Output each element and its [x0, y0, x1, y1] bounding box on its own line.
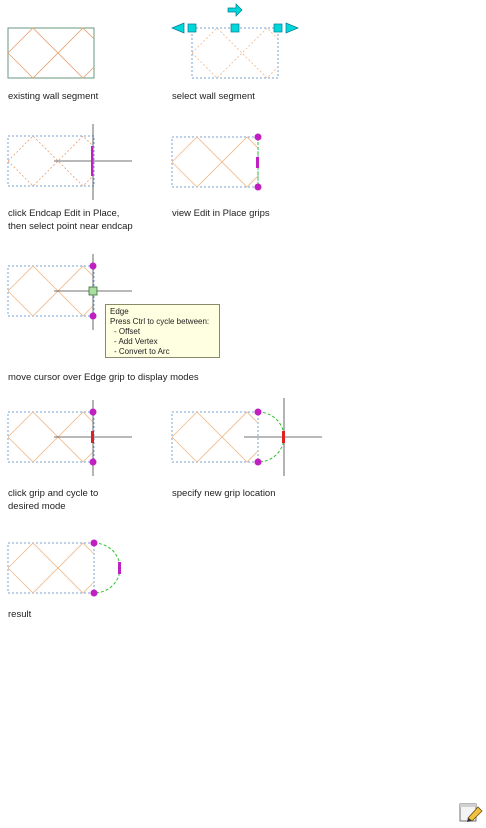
preview-arc: [257, 411, 285, 463]
caption-cycle-mode-line1: click grip and cycle to: [8, 488, 99, 499]
tooltip-option-convert-arc: - Convert to Arc: [114, 347, 170, 356]
hatch-line-lower: [171, 161, 259, 188]
hatch-line-upper: [7, 542, 95, 569]
tooltip-option-offset: - Offset: [114, 327, 141, 336]
result-diagram: [7, 539, 121, 597]
edit-pencil-icon[interactable]: [458, 801, 484, 823]
vertex-grip-bottom-icon[interactable]: [90, 589, 98, 597]
edge-grip-active-icon[interactable]: [91, 431, 94, 443]
vertex-grip-top-icon[interactable]: [89, 408, 97, 416]
hatch-line-upper: [171, 411, 259, 438]
tooltip-title: Edge: [110, 307, 129, 316]
vertex-grip-bottom-icon[interactable]: [89, 458, 97, 466]
caption-endcap-edit-line1: click Endcap Edit in Place,: [8, 208, 120, 219]
select-wall-diagram: [171, 3, 299, 79]
caption-result: result: [8, 609, 32, 620]
hatch-line-lower: [171, 436, 259, 463]
vertex-grip-top-icon[interactable]: [89, 262, 97, 270]
caption-select-wall: select wall segment: [172, 91, 255, 102]
caption-new-grip-location: specify new grip location: [172, 488, 276, 499]
tooltip-option-add-vertex: - Add Vertex: [114, 337, 158, 346]
tooltip-subtitle: Press Ctrl to cycle between:: [110, 317, 210, 326]
hatch-line-lower: [7, 567, 95, 594]
end-grip-icon[interactable]: [273, 23, 283, 33]
wall-outline-selected: [7, 542, 95, 594]
caption-cycle-mode-line2: desired mode: [8, 501, 66, 512]
vertex-grip-bottom-icon[interactable]: [89, 312, 97, 320]
vertex-grip-top-icon[interactable]: [90, 539, 98, 547]
existing-wall-diagram: [7, 27, 95, 79]
hatch-line-lower: [7, 52, 95, 79]
edit-grips-diagram: [171, 133, 262, 191]
caption-edge-grip-modes: move cursor over Edge grip to display mo…: [8, 372, 199, 383]
edge-grip-icon[interactable]: [256, 157, 259, 168]
arc-endcap: [93, 542, 121, 594]
edge-grip-hover-icon[interactable]: [88, 286, 98, 296]
lengthen-left-grip-icon[interactable]: [171, 22, 185, 34]
edge-grip-tooltip: Edge Press Ctrl to cycle between: - Offs…: [105, 304, 220, 358]
caption-edit-grips: view Edit in Place grips: [172, 208, 270, 219]
cycle-mode-diagram: [7, 400, 132, 476]
location-grip-icon[interactable]: [230, 23, 240, 33]
endcap-edit-diagram: [7, 124, 132, 200]
edit-pencil-icon-graphic: [459, 803, 483, 822]
new-grip-location-diagram: [171, 398, 322, 476]
edge-grip-icon[interactable]: [118, 562, 121, 574]
flip-arrow-grip-icon[interactable]: [227, 3, 243, 17]
edge-grip-modes-diagram: [7, 254, 132, 330]
vertex-grip-bottom-icon[interactable]: [254, 458, 262, 466]
caption-endcap-edit-line2: then select point near endcap: [8, 221, 133, 232]
vertex-grip-top-icon[interactable]: [254, 408, 262, 416]
vertex-grip-top-icon[interactable]: [254, 133, 262, 141]
lengthen-right-grip-icon[interactable]: [285, 22, 299, 34]
start-grip-icon[interactable]: [187, 23, 197, 33]
edge-grip-active-icon[interactable]: [282, 431, 285, 443]
caption-existing-wall: existing wall segment: [8, 91, 99, 102]
vertex-grip-bottom-icon[interactable]: [254, 183, 262, 191]
